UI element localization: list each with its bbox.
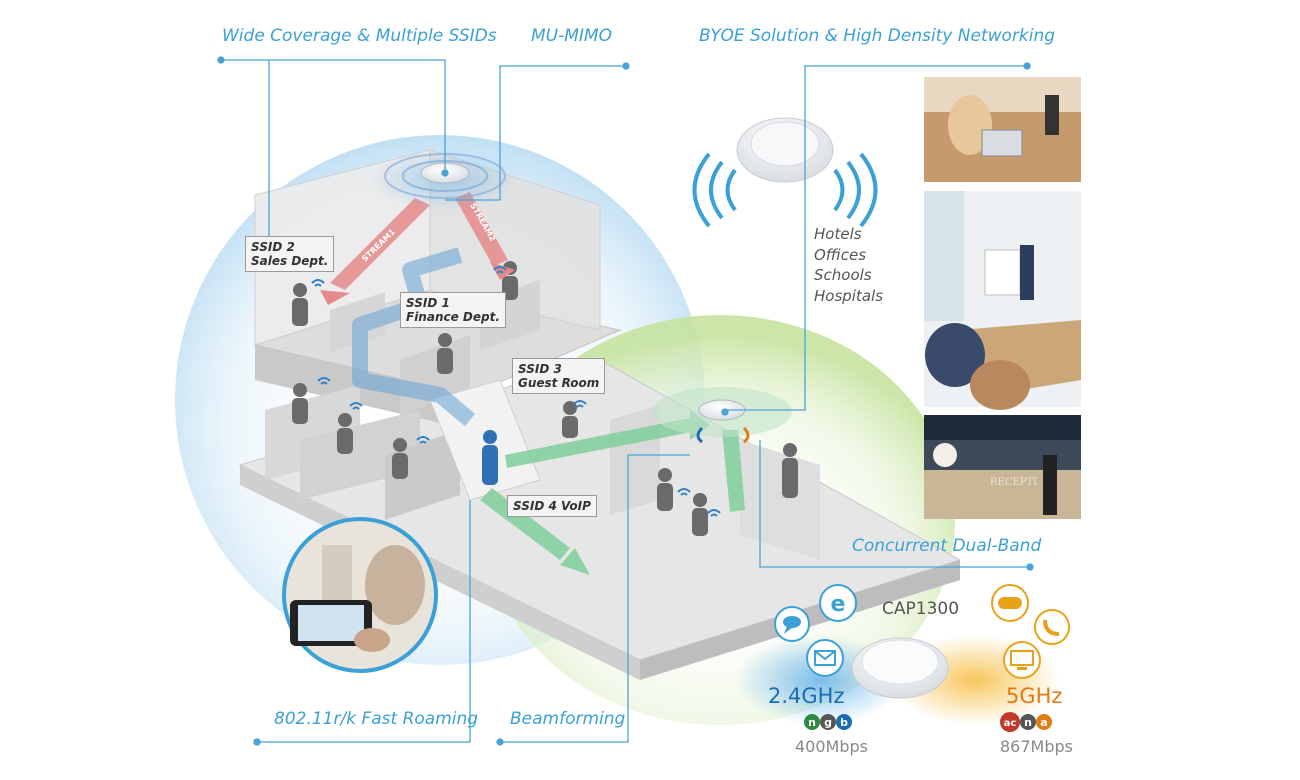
callout-lines — [217, 56, 1034, 746]
feature-byoe: BYOE Solution & High Density Networking — [699, 26, 1056, 46]
gamepad-icon — [991, 584, 1029, 622]
venue-item: Hotels — [814, 225, 862, 243]
feature-fast-roaming: 802.11r/k Fast Roaming — [274, 709, 479, 729]
svg-text:e: e — [831, 592, 846, 617]
band5-mode-n: n — [1024, 716, 1032, 729]
feature-mu-mimo: MU-MIMO — [531, 26, 612, 46]
photo-lecture-hall — [924, 77, 1081, 182]
roaming-inset — [282, 517, 438, 673]
roaming-user — [482, 430, 498, 485]
band-24-speed: 400Mbps — [795, 737, 868, 756]
band5-mode-ac: ac — [1004, 718, 1017, 729]
band5-mode-badges — [1000, 712, 1052, 732]
access-point-byoe — [692, 117, 878, 228]
roaming-path — [352, 247, 476, 427]
people — [292, 261, 798, 536]
venue-list: Hotels Offices Schools Hospitals — [814, 224, 883, 306]
band24-mode-b: b — [840, 716, 848, 729]
venue-item: Schools — [814, 266, 872, 284]
photo-hotel-reception: RECEPTI — [924, 415, 1081, 519]
feature-wide-coverage: Wide Coverage & Multiple SSIDs — [222, 26, 497, 46]
stream-arrows — [320, 192, 515, 305]
ssid-dept: Finance Dept. — [406, 310, 500, 324]
email-icon — [806, 639, 844, 677]
ssid-label-sales: SSID 2 Sales Dept. — [245, 236, 335, 272]
ssid-name: SSID 2 — [251, 240, 295, 254]
band24-mode-badges — [804, 714, 852, 730]
video-icon — [1003, 641, 1041, 679]
reception-sign: RECEPTI — [990, 477, 1037, 488]
band24-mode-g: g — [824, 716, 832, 729]
band-5-label: 5GHz — [1006, 684, 1063, 708]
chat-icon — [774, 606, 810, 642]
ssid-name: SSID 3 — [518, 362, 562, 376]
product-model: CAP1300 — [882, 599, 960, 619]
feature-dual-band: Concurrent Dual-Band — [852, 536, 1042, 556]
ssid-label-voip: SSID 4 VoIP — [507, 495, 597, 517]
ssid-label-finance: SSID 1 Finance Dept. — [400, 292, 506, 328]
venue-item: Hospitals — [814, 286, 884, 305]
ssid-name: SSID 4 VoIP — [513, 499, 591, 513]
ssid-label-guest: SSID 3 Guest Room — [512, 358, 606, 394]
band-5-speed: 867Mbps — [1000, 737, 1073, 756]
cap1300-device — [851, 637, 949, 699]
ssid-dept: Guest Room — [518, 376, 600, 390]
ssid-name: SSID 1 — [406, 296, 450, 310]
photo-meeting-room — [924, 191, 1081, 410]
phone-icon — [1034, 609, 1070, 645]
band5-mode-a: a — [1040, 716, 1047, 729]
band-24-label: 2.4GHz — [768, 684, 845, 708]
wifi-icons — [311, 266, 721, 517]
venue-item: Offices — [814, 245, 867, 264]
ssid-dept: Sales Dept. — [251, 254, 329, 268]
internet-explorer-icon: e — [819, 584, 857, 622]
feature-beamforming: Beamforming — [510, 709, 626, 729]
band24-mode-n: n — [808, 716, 816, 729]
